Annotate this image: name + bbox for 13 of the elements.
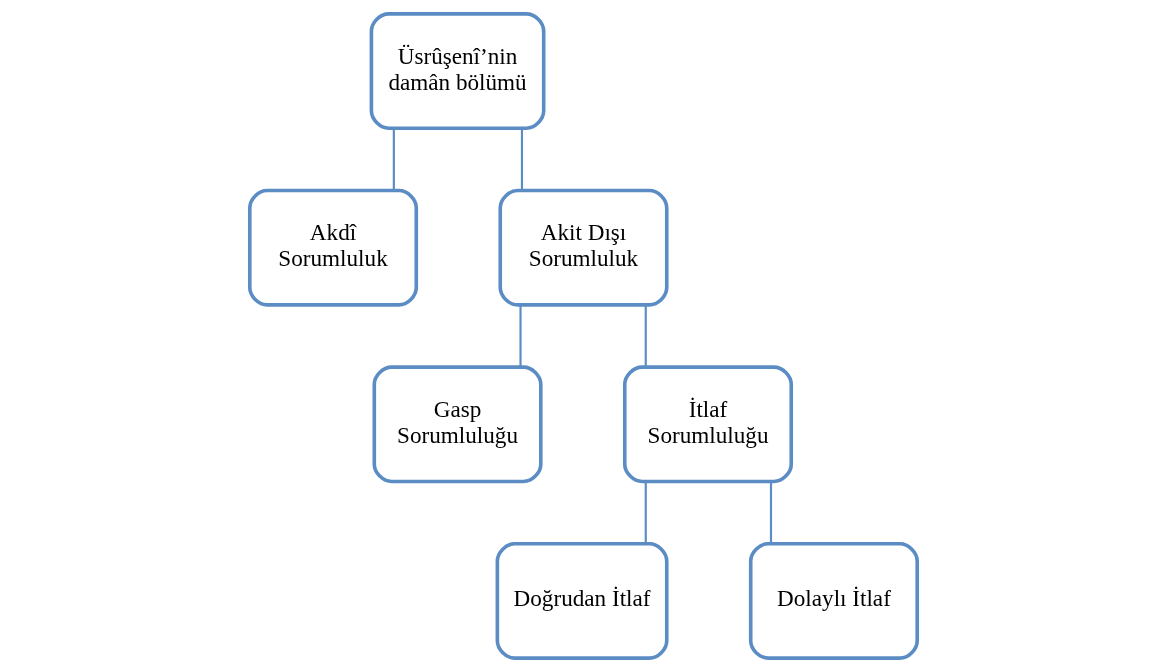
node-box: Akdî Sorumluluk bbox=[248, 188, 419, 307]
node-box: Akit Dışı Sorumluluk bbox=[498, 188, 669, 307]
node-box: İtlaf Sorumluluğu bbox=[622, 365, 794, 484]
node-box: Doğrudan İtlaf bbox=[495, 541, 669, 660]
node-box: Üsrûşenî’nin damân bölümü bbox=[369, 12, 546, 131]
connector bbox=[520, 128, 524, 190]
connector bbox=[769, 481, 773, 544]
connector bbox=[644, 305, 647, 367]
node-box: Gasp Sorumluluğu bbox=[372, 365, 543, 484]
connector bbox=[644, 481, 647, 544]
connector bbox=[519, 305, 522, 367]
node-box: Dolaylı İtlaf bbox=[748, 541, 919, 660]
connector bbox=[392, 128, 395, 190]
